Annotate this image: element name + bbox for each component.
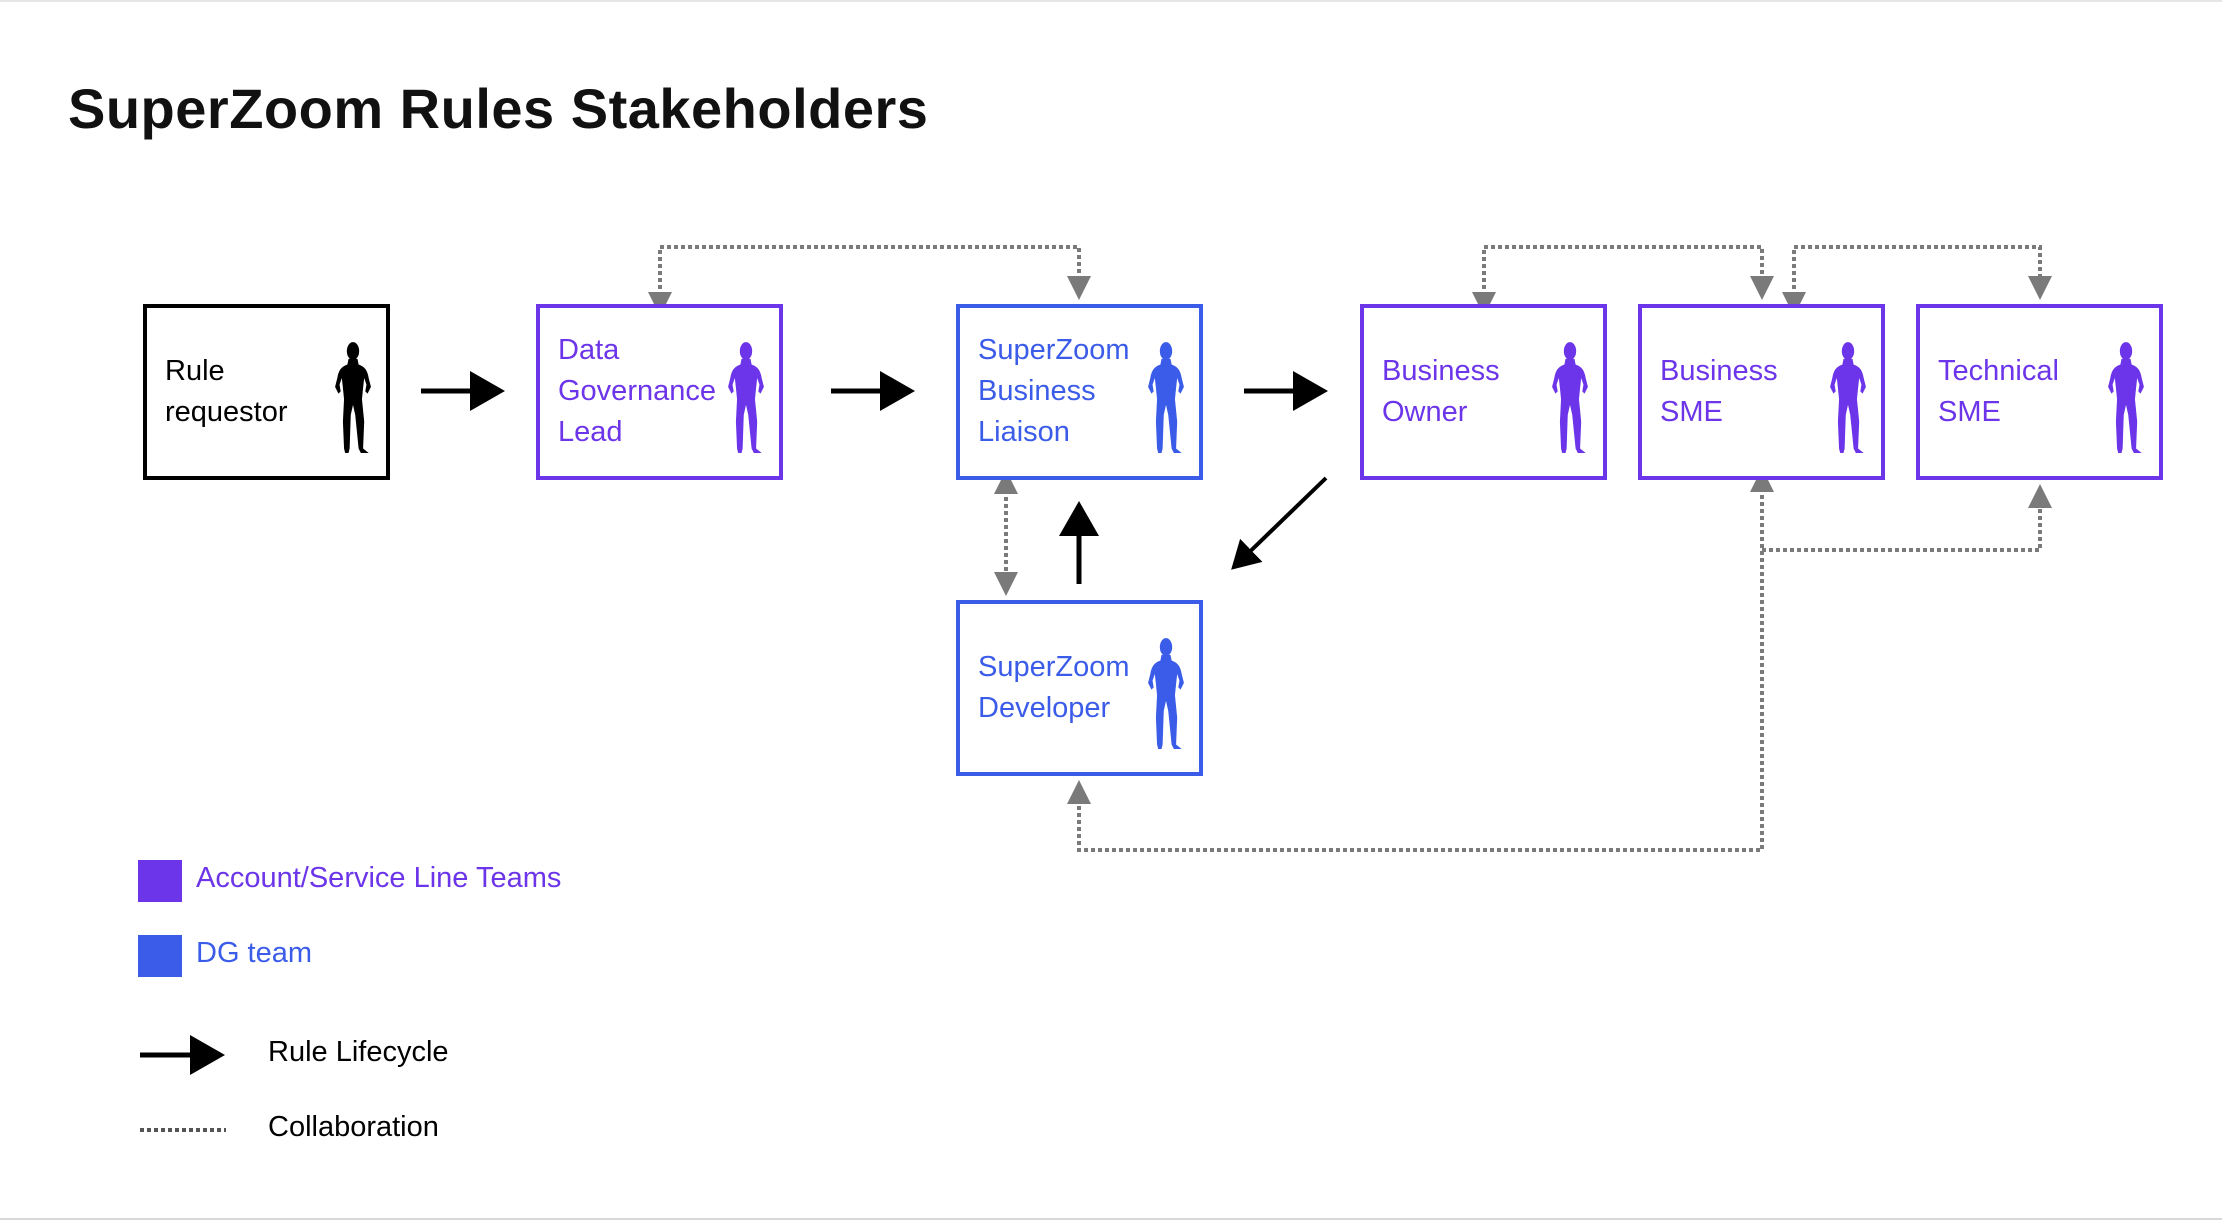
stakeholder-label-line: Business xyxy=(1382,355,1500,387)
stakeholder-rule-requestor: Rule requestor xyxy=(143,304,390,480)
stakeholder-label-line: SME xyxy=(1938,396,2001,428)
collab-tsme-branch xyxy=(1762,484,2052,552)
stakeholder-label-line: Technical xyxy=(1938,355,2059,387)
stakeholder-superzoom-developer: SuperZoom Developer xyxy=(956,600,1203,776)
stakeholder-business-owner: Business Owner xyxy=(1360,304,1607,480)
stakeholder-label-line: Owner xyxy=(1382,396,1468,428)
stakeholder-business-sme: Business SME xyxy=(1638,304,1885,480)
legend-label-dg-team: DG team xyxy=(196,937,313,969)
legend-label-account-team: Account/Service Line Teams xyxy=(196,862,562,894)
stakeholder-label-line: Business xyxy=(1660,355,1778,387)
legend-label-lifecycle: Rule Lifecycle xyxy=(268,1036,449,1068)
stakeholder-label-line: Developer xyxy=(978,692,1111,724)
stakeholder-label-line: Lead xyxy=(558,416,623,448)
collab-owner-bsme xyxy=(1472,245,1774,316)
stakeholder-data-governance-lead: Data Governance Lead xyxy=(536,304,783,480)
person-silhouette-icon xyxy=(728,342,764,453)
person-silhouette-icon xyxy=(335,342,371,453)
collab-dg-liaison xyxy=(648,245,1091,316)
stakeholder-label-line: Rule xyxy=(165,355,225,387)
legend-swatch-account-team xyxy=(138,860,182,902)
stakeholder-label-line: SuperZoom xyxy=(978,334,1130,366)
stakeholder-label-line: Business xyxy=(978,375,1096,407)
person-silhouette-icon xyxy=(1830,342,1866,453)
stakeholder-technical-sme: Technical SME xyxy=(1916,304,2163,480)
legend-label-collaboration: Collaboration xyxy=(268,1111,439,1143)
person-silhouette-icon xyxy=(1148,638,1184,749)
stakeholder-label-line: SuperZoom xyxy=(978,651,1130,683)
person-silhouette-icon xyxy=(1148,342,1184,453)
stakeholder-label-line: requestor xyxy=(165,396,288,428)
person-silhouette-icon xyxy=(1552,342,1588,453)
collab-bsme-tsme xyxy=(1782,245,2052,316)
stakeholder-label-line: Data xyxy=(558,334,620,366)
stakeholder-superzoom-business-liaison: SuperZoom Business Liaison xyxy=(956,304,1203,480)
collab-bsme-developer xyxy=(1067,468,1774,852)
stakeholder-label-line: SME xyxy=(1660,396,1723,428)
lifecycle-arrow-owner-to-developer xyxy=(1231,476,1328,570)
stakeholder-label-line: Governance xyxy=(558,375,716,407)
legend-swatch-dg-team xyxy=(138,935,182,977)
stakeholder-label-line: Liaison xyxy=(978,416,1070,448)
person-silhouette-icon xyxy=(2108,342,2144,453)
page-title: SuperZoom Rules Stakeholders xyxy=(68,77,929,140)
